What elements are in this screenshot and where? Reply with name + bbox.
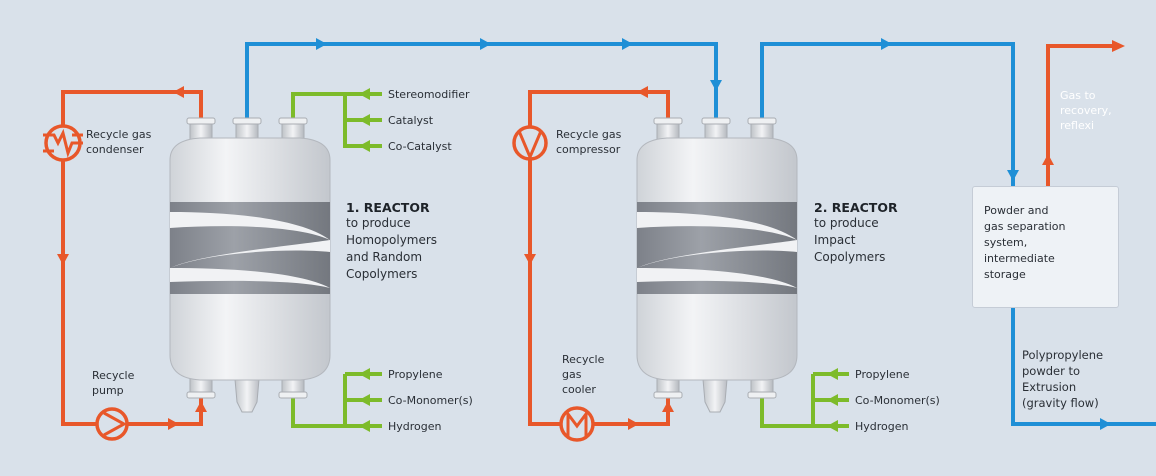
arrow-up-icon bbox=[1042, 154, 1054, 165]
arrow-down-icon bbox=[710, 80, 722, 91]
compressor-label: Recycle gas compressor bbox=[556, 128, 622, 156]
reactor2-description: to produce Impact Copolymers bbox=[814, 216, 886, 264]
arrow-right-icon bbox=[628, 418, 639, 430]
reactor1-feed-hydrogen: Hydrogen bbox=[388, 420, 442, 433]
reactor1-bottom-feed-line bbox=[291, 396, 382, 428]
pump-label: Recycle pump bbox=[92, 369, 135, 397]
reactor1-feed-comonomer: Co-Monomer(s) bbox=[388, 394, 473, 407]
arrow-down-icon bbox=[524, 254, 536, 265]
blue-flow-arrows bbox=[316, 38, 1111, 430]
reactor2-title: 2. REACTOR bbox=[814, 200, 898, 215]
reactor1-description: to produce Homopolymers and Random Copol… bbox=[346, 216, 438, 281]
reactor1-vessel bbox=[169, 117, 331, 413]
powder-output-label: Polypropylene powder to Extrusion (gravi… bbox=[1022, 348, 1104, 410]
arrow-right-icon bbox=[316, 38, 327, 50]
reactor2-to-separator-line bbox=[760, 42, 1015, 186]
compressor-icon bbox=[512, 125, 548, 161]
condenser-label: Recycle gas condenser bbox=[86, 128, 152, 156]
reactor2-feed-hydrogen: Hydrogen bbox=[855, 420, 909, 433]
arrow-left-icon bbox=[359, 420, 370, 432]
reactor1-feed-co-catalyst: Co-Catalyst bbox=[388, 140, 452, 153]
arrow-left-icon bbox=[359, 88, 370, 100]
arrow-right-icon bbox=[881, 38, 892, 50]
cooler-label: Recycle gas cooler bbox=[562, 353, 605, 396]
arrow-down-icon bbox=[1007, 170, 1019, 181]
arrow-down-icon bbox=[57, 254, 69, 265]
cooler-icon bbox=[559, 406, 595, 442]
reactor1-top-feed-line bbox=[291, 92, 382, 122]
reactor2-vessel bbox=[636, 117, 798, 413]
gas-output-label: Gas to recovery, reflexi bbox=[1060, 89, 1112, 132]
arrow-left-icon bbox=[827, 394, 838, 406]
arrow-up-icon bbox=[662, 401, 674, 412]
pump-icon bbox=[95, 407, 129, 441]
orange-recycle-arrows bbox=[57, 40, 1125, 430]
reactor2-feed-comonomer: Co-Monomer(s) bbox=[855, 394, 940, 407]
arrow-right-icon bbox=[168, 418, 179, 430]
reactor2-bottom-feed-line bbox=[760, 396, 849, 428]
arrow-left-icon bbox=[359, 368, 370, 380]
arrow-right-icon bbox=[480, 38, 491, 50]
green-feed-arrows bbox=[359, 88, 838, 432]
arrow-left-icon bbox=[827, 368, 838, 380]
arrow-left-icon bbox=[173, 86, 184, 98]
reactor1-feed-stereomodifier: Stereomodifier bbox=[388, 88, 470, 101]
arrow-left-icon bbox=[359, 140, 370, 152]
reactor1-feed-propylene: Propylene bbox=[388, 368, 443, 381]
arrow-right-icon bbox=[622, 38, 633, 50]
separation-system-box bbox=[972, 186, 1119, 308]
arrow-left-icon bbox=[359, 394, 370, 406]
reactor1-title: 1. REACTOR bbox=[346, 200, 430, 215]
reactor1-to-reactor2-line bbox=[245, 42, 718, 122]
arrow-up-icon bbox=[195, 401, 207, 412]
reactor1-caption: 1. REACTOR to produce Homopolymers and R… bbox=[346, 200, 437, 283]
gas-output-line bbox=[1046, 44, 1120, 186]
separation-system-label: Powder and gas separation system, interm… bbox=[984, 204, 1066, 281]
arrow-right-icon bbox=[1100, 418, 1111, 430]
reactor2-caption: 2. REACTOR to produce Impact Copolymers bbox=[814, 200, 898, 266]
arrow-right-icon bbox=[1112, 40, 1125, 52]
condenser-icon bbox=[43, 124, 83, 162]
arrow-left-icon bbox=[637, 86, 648, 98]
arrow-left-icon bbox=[359, 114, 370, 126]
arrow-left-icon bbox=[827, 420, 838, 432]
reactor2-feed-propylene: Propylene bbox=[855, 368, 910, 381]
reactor1-feed-catalyst: Catalyst bbox=[388, 114, 434, 127]
